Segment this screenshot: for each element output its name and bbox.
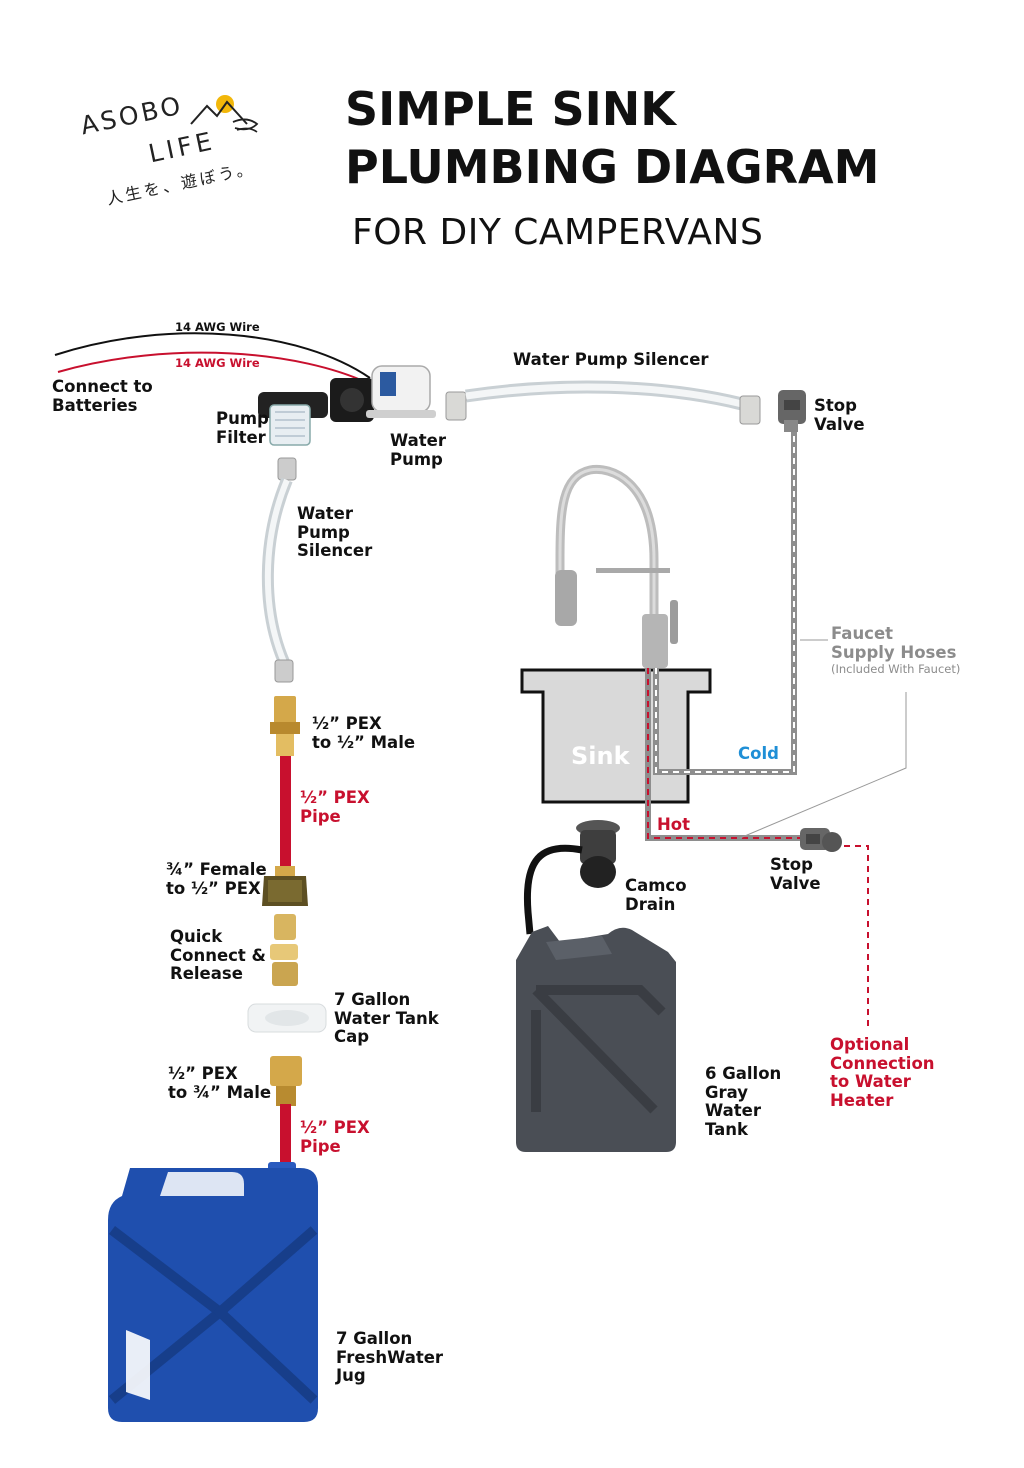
faucet-hoses-label: Faucet Supply Hoses (831, 624, 957, 662)
black-wire (54, 332, 371, 379)
gray-water-tank-icon (516, 926, 676, 1152)
pump-filter-label: Pump Filter (216, 409, 269, 447)
pex-three-quarter-male-label: ½” PEX to ¾” Male (168, 1064, 272, 1102)
faucet-hose-leader (739, 692, 907, 839)
pex-three-quarter-fitting-icon (270, 1056, 302, 1106)
tank-cap-icon (247, 1003, 327, 1033)
fresh-jug-label: 7 Gallon FreshWater Jug (336, 1329, 444, 1385)
water-heater-label: Optional Connection to Water Heater (830, 1035, 935, 1110)
silencer-left-label: Water Pump Silencer (297, 504, 373, 560)
left-silencer-hose-icon (261, 457, 297, 683)
pex-pipe-1 (280, 756, 291, 868)
red-wire (57, 351, 373, 386)
bottom-stop-valve-icon (800, 828, 842, 852)
water-pump-icon (330, 365, 436, 422)
pump-filter-icon (258, 392, 328, 446)
quick-connect-label: Quick Connect & Release (170, 927, 266, 983)
faucet-hoses-note: (Included With Faucet) (831, 662, 961, 676)
top-silencer-hose-icon (445, 380, 761, 425)
fresh-water-jug-icon (108, 1162, 318, 1422)
kitchen-faucet-icon (555, 464, 678, 668)
camco-drain-label: Camco Drain (625, 876, 687, 914)
pex-pipe-2-label: ½” PEX Pipe (300, 1118, 370, 1156)
silencer-top-label: Water Pump Silencer (513, 350, 709, 369)
connect-batteries-label: Connect to Batteries (52, 377, 153, 415)
cold-label: Cold (738, 744, 779, 763)
pex-pipe-1-label: ½” PEX Pipe (300, 788, 370, 826)
water-heater-line (844, 845, 869, 1030)
title-line-2: PLUMBING DIAGRAM (345, 140, 880, 194)
pex-pipe-2 (280, 1104, 291, 1168)
pex-male-fitting-icon (270, 696, 300, 756)
stop-valve-top-label: Stop Valve (814, 396, 865, 434)
tank-cap-label: 7 Gallon Water Tank Cap (334, 990, 439, 1046)
top-stop-valve-icon (778, 390, 806, 432)
female-adapter-icon (262, 866, 308, 906)
sink-label: Sink (571, 742, 630, 770)
red-wire-label: 14 AWG Wire (175, 356, 260, 370)
sink-basin-icon (520, 668, 712, 804)
hot-label: Hot (657, 815, 691, 834)
stop-valve-bottom-label: Stop Valve (770, 855, 821, 893)
water-pump-label: Water Pump (390, 431, 446, 469)
mountain-sun-icon (190, 95, 259, 133)
gray-tank-label: 6 Gallon Gray Water Tank (705, 1064, 782, 1139)
title-line-1: SIMPLE SINK (345, 82, 676, 136)
black-wire-label: 14 AWG Wire (175, 320, 260, 334)
quick-connect-icon (270, 914, 298, 986)
female-adapter-label: ¾” Female to ½” PEX (166, 860, 267, 898)
subtitle: FOR DIY CAMPERVANS (352, 212, 764, 253)
camco-drain-icon (523, 820, 620, 935)
pex-half-male-label: ½” PEX to ½” Male (312, 714, 416, 752)
